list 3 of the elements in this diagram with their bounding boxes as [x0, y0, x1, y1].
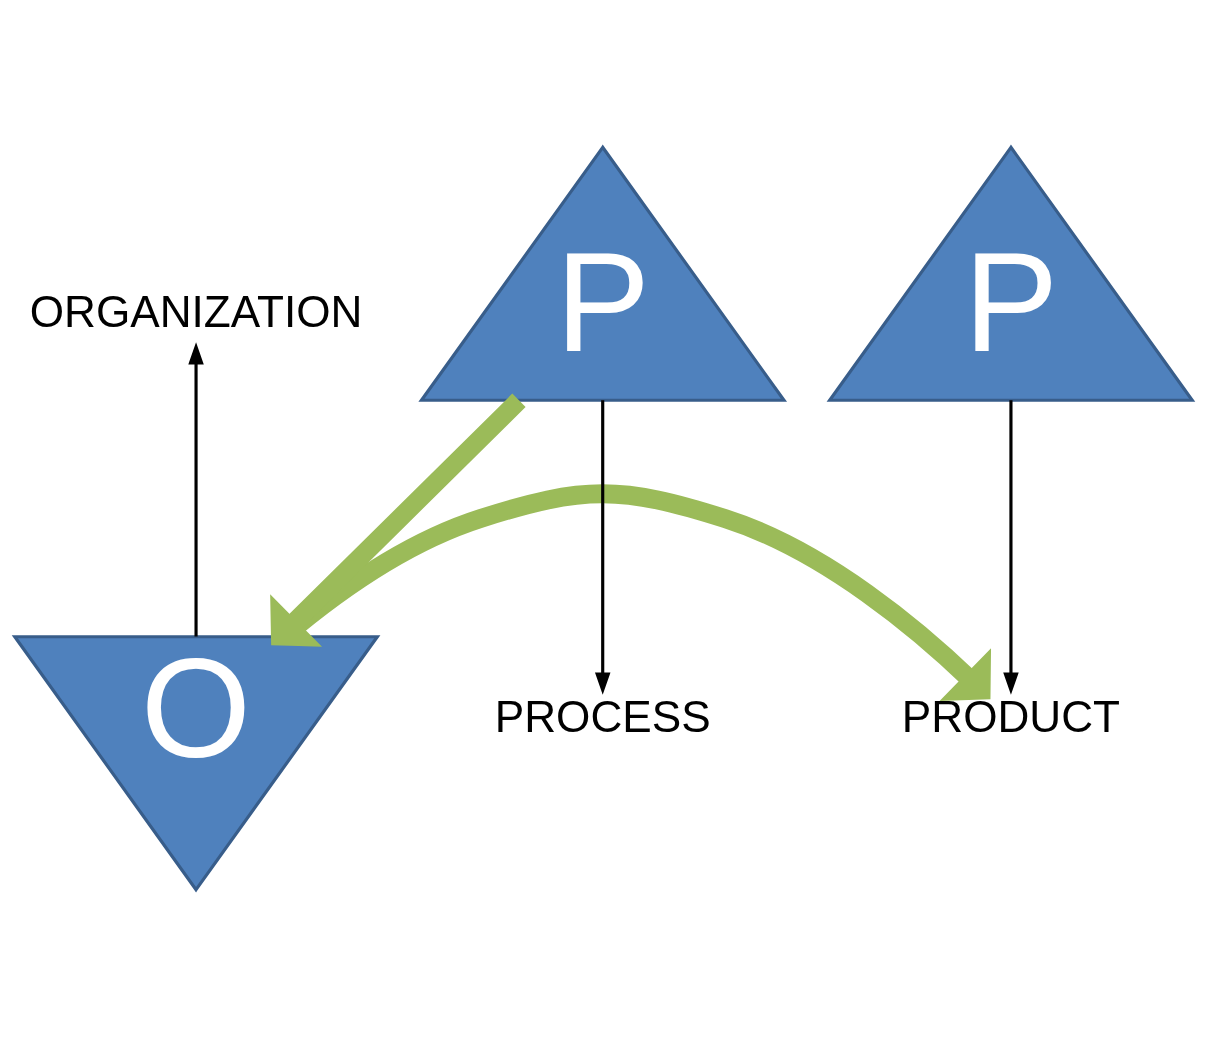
node-text: PROCESS [494, 691, 711, 741]
node-text: ORGANIZATION [29, 286, 363, 336]
node-text: PRODUCT [901, 691, 1121, 741]
